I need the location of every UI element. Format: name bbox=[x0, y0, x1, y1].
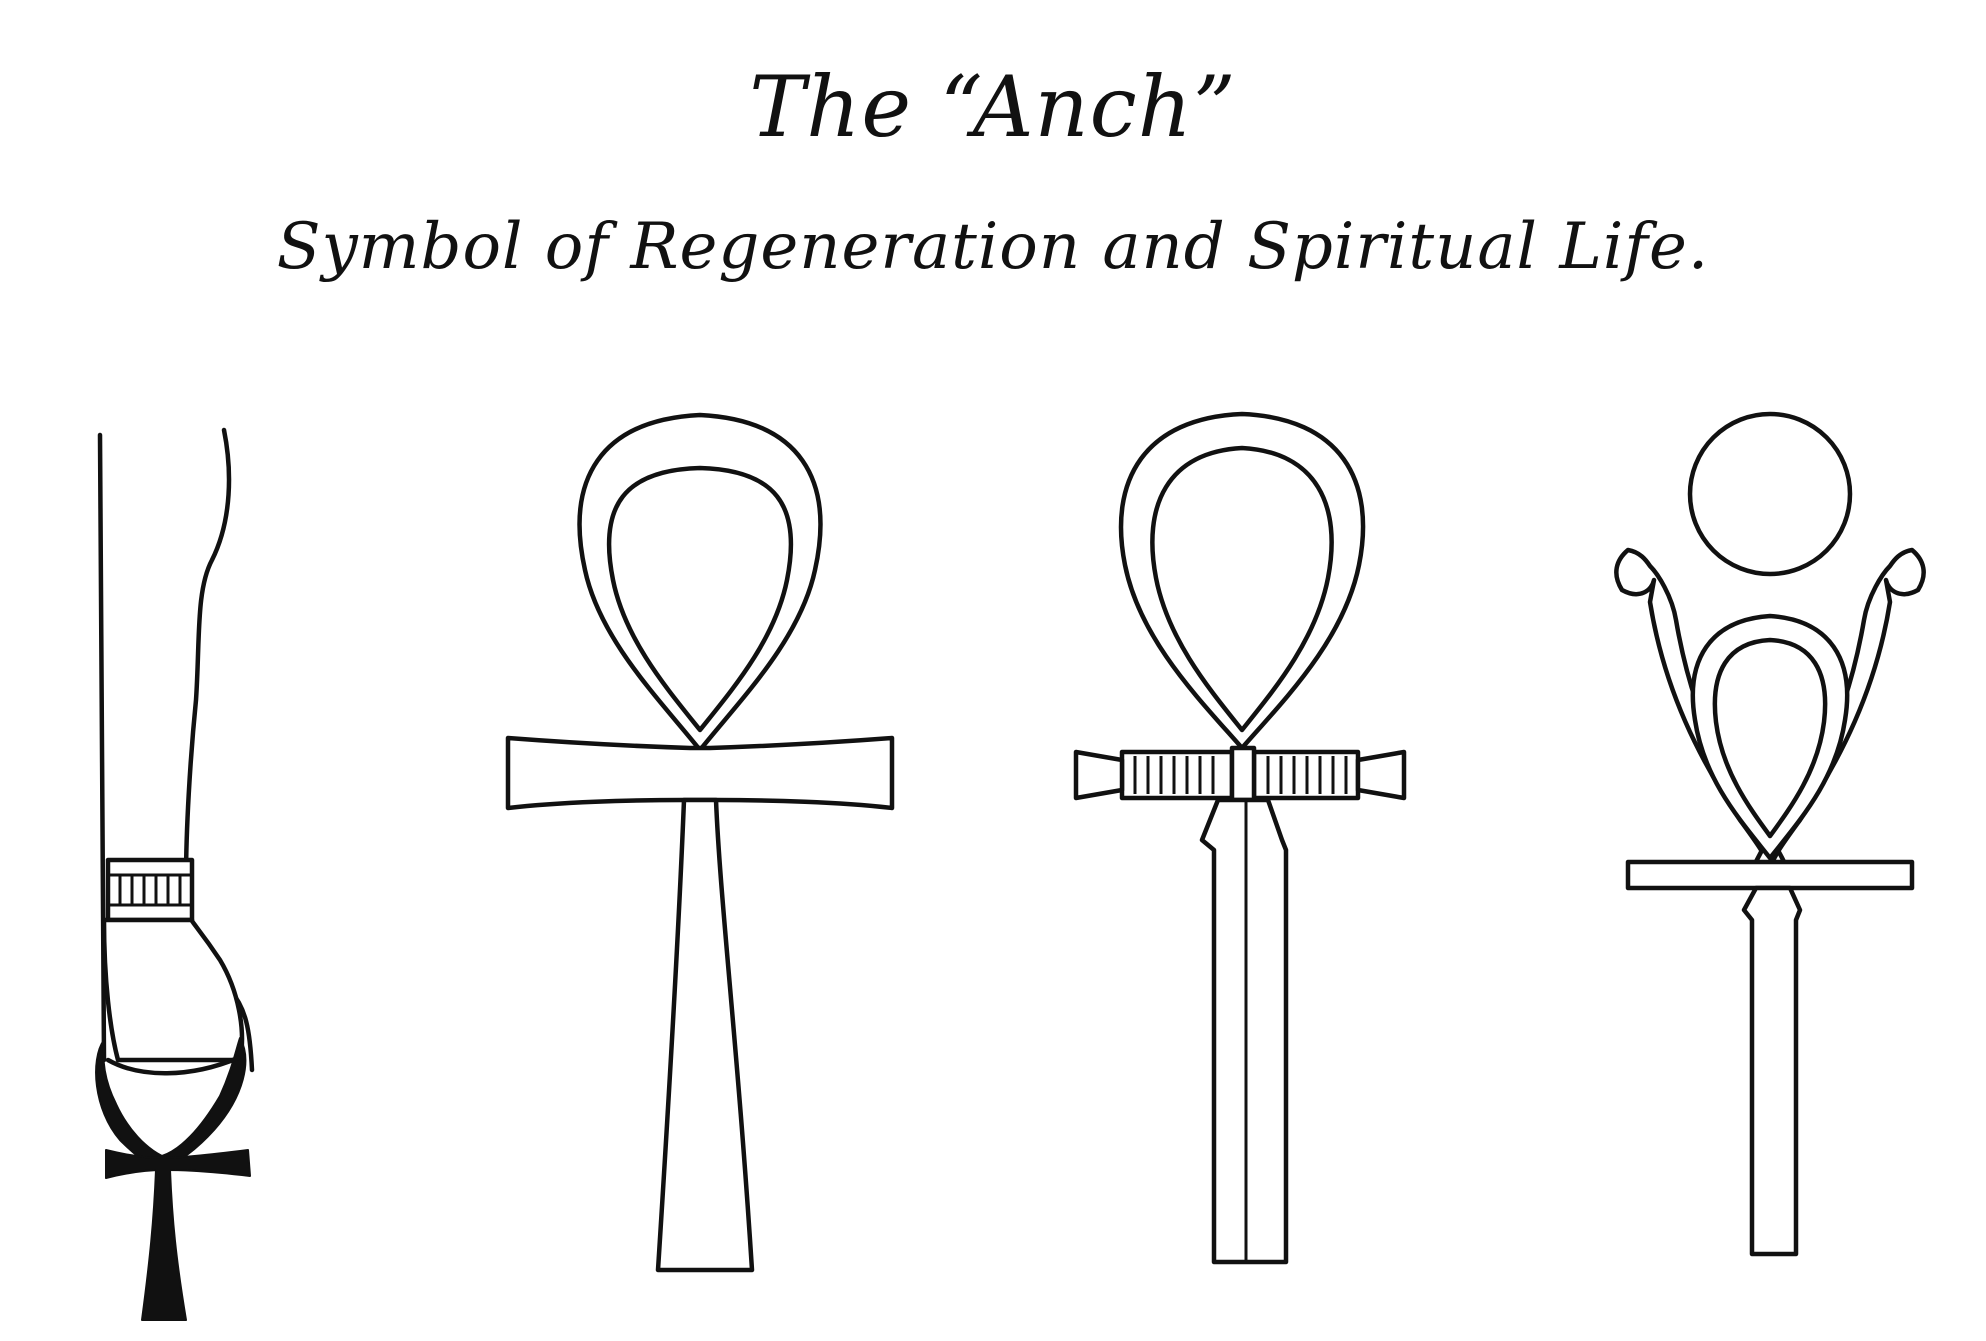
page-subtitle: Symbol of Regeneration and Spiritual Lif… bbox=[276, 210, 1710, 284]
ankh-plain-icon bbox=[505, 412, 895, 1273]
page-title: The “Anch” bbox=[749, 58, 1237, 156]
ankh-with-girdle-icon bbox=[1073, 411, 1407, 1265]
ankh-with-raised-arms-and-sun-icon bbox=[1614, 411, 1926, 1257]
hand-holding-ankh-icon bbox=[95, 427, 255, 1321]
